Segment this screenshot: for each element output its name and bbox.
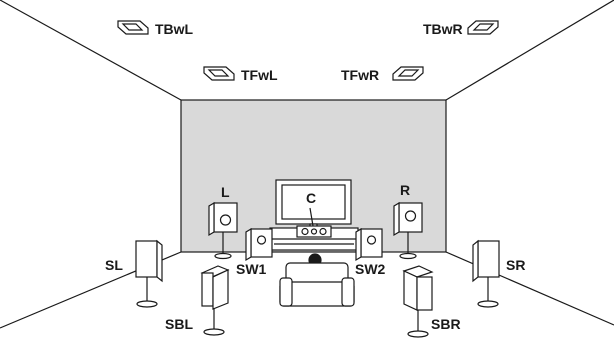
sl-speaker-box (135, 240, 158, 278)
speaker-sbl (200, 265, 230, 336)
center-woofer-right (319, 227, 327, 236)
speaker-sbr (402, 265, 434, 338)
speaker-tbwr: TBwR (423, 20, 499, 37)
label-tbwr: TBwR (423, 21, 463, 37)
l-speaker-cone (219, 214, 232, 226)
center-tweeter (310, 228, 318, 235)
listener-couch (279, 253, 355, 307)
label-tfwl: TFwL (241, 67, 278, 83)
l-speaker-base (214, 252, 232, 260)
speaker-sr (472, 239, 500, 308)
label-r: R (400, 182, 410, 198)
center-woofer-left (301, 227, 309, 236)
speaker-l (208, 201, 238, 260)
label-tbwl: TBwL (155, 21, 194, 37)
tv-panel (281, 184, 346, 220)
sr-speaker-base (477, 300, 499, 308)
sw1-cone (256, 235, 267, 245)
speaker-sw2 (355, 227, 383, 262)
r-speaker-cone (404, 210, 417, 222)
speaker-sw1 (245, 227, 273, 262)
center-leader-line (309, 207, 314, 227)
sl-speaker-side (156, 239, 163, 283)
label-sw2: SW2 (355, 261, 386, 277)
ceiling-speaker-icon (392, 66, 424, 81)
label-sbr: SBR (431, 316, 461, 332)
speaker-tbwl: TBwL (117, 20, 194, 37)
ceiling-speaker-icon (117, 20, 149, 35)
sw2-cone (366, 235, 377, 245)
sbl-speaker-base (203, 328, 225, 336)
sbr-speaker-side (416, 276, 433, 311)
r-speaker-side (393, 201, 400, 237)
sl-speaker-base (136, 300, 158, 308)
center-speaker (296, 225, 332, 238)
sbr-speaker-base (407, 330, 429, 338)
ceiling-speaker-icon (467, 20, 499, 35)
ceiling-speaker-icon (203, 66, 235, 81)
couch-arm-right (341, 277, 355, 307)
label-sw1: SW1 (236, 261, 267, 277)
r-speaker-base (399, 252, 417, 260)
label-sl: SL (105, 257, 123, 273)
ceiling-left-edge (0, 0, 182, 101)
speaker-tfwl: TFwL (203, 66, 278, 83)
sw1-side (245, 227, 252, 262)
label-sr: SR (506, 257, 525, 273)
label-sbl: SBL (165, 316, 193, 332)
sbl-speaker-front (201, 272, 214, 307)
l-speaker-side (208, 201, 215, 237)
floor-right-edge (445, 251, 614, 326)
couch-arm-left (279, 277, 293, 307)
sr-speaker-side (472, 239, 479, 283)
speaker-tfwr: TFwR (341, 66, 424, 83)
sbr-speaker-front (403, 270, 418, 311)
label-c: C (306, 190, 316, 206)
speaker-r (393, 201, 423, 260)
label-tfwr: TFwR (341, 67, 379, 83)
label-l: L (221, 184, 230, 200)
tv-screen (275, 179, 352, 229)
sw2-side (355, 227, 362, 262)
ceiling-right-edge (445, 0, 614, 101)
sr-speaker-box (477, 240, 500, 278)
speaker-sl (135, 239, 163, 308)
sbl-speaker-side (212, 269, 229, 310)
